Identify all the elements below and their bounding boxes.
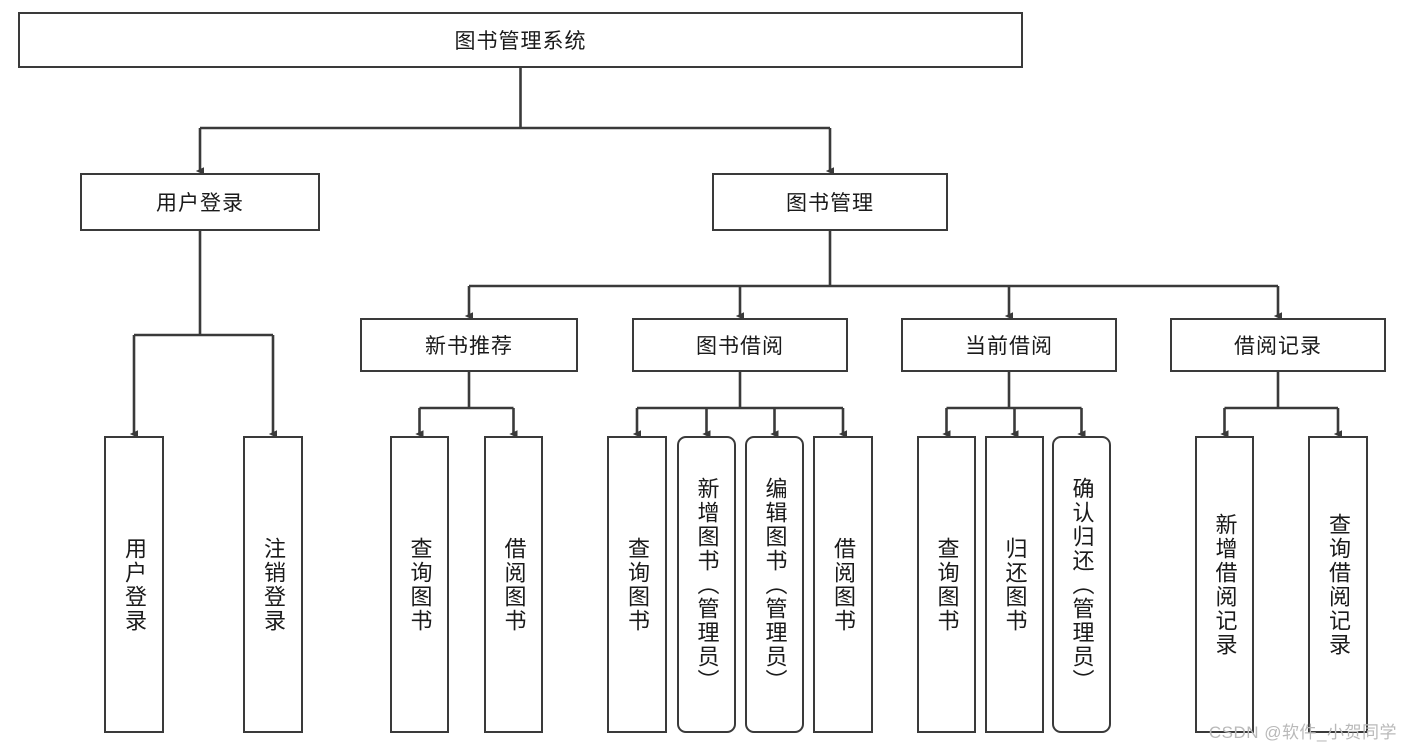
leaf-borrow-book-label: 借阅图书	[831, 536, 856, 633]
leaf-query-book-current[interactable]: 查询图书	[917, 436, 976, 733]
node-user-login-label: 用户登录	[156, 192, 244, 215]
leaf-borrow-book-recommend[interactable]: 借阅图书	[484, 436, 543, 733]
node-current-borrow-label: 当前借阅	[965, 335, 1053, 358]
leaf-edit-book-admin-label: 编辑图书（管理员）	[762, 476, 788, 693]
node-root[interactable]: 图书管理系统	[18, 12, 1023, 68]
leaf-query-book-recommend[interactable]: 查询图书	[390, 436, 449, 733]
node-borrow-record[interactable]: 借阅记录	[1170, 318, 1386, 372]
leaf-edit-book-admin[interactable]: 编辑图书（管理员）	[745, 436, 804, 733]
leaf-add-book-admin-label: 新增图书（管理员）	[694, 476, 720, 693]
leaf-return-book-label: 归还图书	[1002, 536, 1028, 633]
csdn-watermark: CSDN @软件_小贺同学	[1208, 723, 1397, 742]
leaf-query-book-borrow[interactable]: 查询图书	[607, 436, 667, 733]
leaf-query-book-borrow-label: 查询图书	[625, 536, 650, 633]
leaf-add-borrow-record-label: 新增借阅记录	[1212, 512, 1238, 657]
leaf-query-borrow-record[interactable]: 查询借阅记录	[1308, 436, 1368, 733]
leaf-logout-label: 注销登录	[261, 536, 286, 633]
leaf-borrow-book-recommend-label: 借阅图书	[501, 536, 527, 633]
leaf-query-borrow-record-label: 查询借阅记录	[1326, 512, 1351, 657]
leaf-confirm-return-admin[interactable]: 确认归还（管理员）	[1052, 436, 1111, 733]
leaf-borrow-book[interactable]: 借阅图书	[813, 436, 873, 733]
leaf-query-book-current-label: 查询图书	[934, 536, 960, 633]
leaf-logout[interactable]: 注销登录	[243, 436, 303, 733]
node-book-management-label: 图书管理	[786, 192, 874, 215]
node-current-borrow[interactable]: 当前借阅	[901, 318, 1117, 372]
leaf-return-book[interactable]: 归还图书	[985, 436, 1044, 733]
node-root-label: 图书管理系统	[454, 30, 587, 53]
node-book-borrow[interactable]: 图书借阅	[632, 318, 848, 372]
leaf-user-login-label: 用户登录	[122, 536, 147, 633]
leaf-query-book-recommend-label: 查询图书	[407, 536, 433, 633]
node-new-book-recommend-label: 新书推荐	[425, 335, 513, 358]
leaf-confirm-return-admin-label: 确认归还（管理员）	[1069, 476, 1095, 693]
node-book-management[interactable]: 图书管理	[712, 173, 948, 231]
node-new-book-recommend[interactable]: 新书推荐	[360, 318, 578, 372]
leaf-add-borrow-record[interactable]: 新增借阅记录	[1195, 436, 1254, 733]
leaf-add-book-admin[interactable]: 新增图书（管理员）	[677, 436, 736, 733]
node-user-login[interactable]: 用户登录	[80, 173, 320, 231]
node-book-borrow-label: 图书借阅	[696, 335, 784, 358]
leaf-user-login[interactable]: 用户登录	[104, 436, 164, 733]
node-borrow-record-label: 借阅记录	[1234, 335, 1322, 358]
